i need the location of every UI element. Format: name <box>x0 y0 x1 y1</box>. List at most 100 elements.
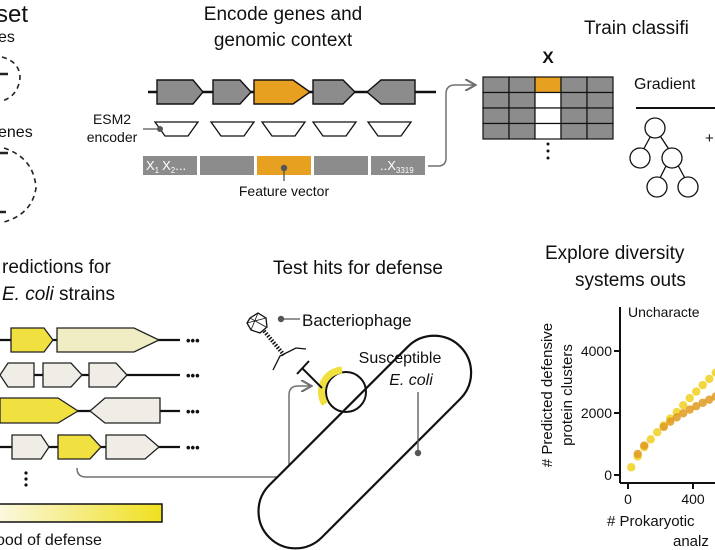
strain-4-gene-3 <box>105 434 160 460</box>
y-tick-label: 2000 <box>581 405 612 421</box>
matrix-cell <box>482 107 510 125</box>
scatter-points <box>627 368 715 472</box>
encoder-trapezoid-3 <box>260 121 307 137</box>
strain-2-ellipsis: ••• <box>186 368 200 383</box>
encoder-trapezoid-4 <box>311 121 358 137</box>
phage-label: Bacteriophage <box>302 311 412 330</box>
encoder-label-line1: ESM2 <box>93 111 131 127</box>
scatter-point-orange <box>659 422 668 432</box>
scatter-point-orange <box>685 405 694 414</box>
strain-3-gene-1 <box>0 397 80 424</box>
scatter-chart: Uncharacte 0 2000 4000 0 400 # Predicted de… <box>539 304 715 550</box>
panel-dataset: set es enes <box>0 1 37 223</box>
explore-title-line1: Explore diversity <box>545 243 685 264</box>
encode-title-line2: genomic context <box>214 30 353 51</box>
matrix-cell <box>482 76 510 94</box>
scatter-point-orange <box>633 449 642 459</box>
scatter-point-orange <box>698 398 707 407</box>
y-tick-label: 4000 <box>581 343 612 359</box>
matrix-cell <box>534 122 562 140</box>
phage-dna-injection <box>301 367 323 389</box>
strain-4-gene-2-hit <box>57 434 102 460</box>
predictions-title-line1: redictions for <box>2 257 111 278</box>
vector-segment-1 <box>143 156 197 175</box>
encoder-leader-dot <box>157 126 163 132</box>
explore-title-line2: systems outs <box>575 270 686 291</box>
gene-arrow-4 <box>312 79 356 105</box>
dataset-title: set <box>0 1 28 28</box>
encoder-trapezoid-2 <box>209 121 256 137</box>
rows-ellipsis-dot-3 <box>24 483 28 487</box>
strain-4-ellipsis: ••• <box>186 440 200 455</box>
esm2-encoders <box>153 121 413 137</box>
defense-likelihood-colorbar <box>0 503 163 523</box>
scatter-point-orange <box>679 409 688 418</box>
matrix-cell <box>482 91 510 109</box>
scatter-point-yellow <box>646 435 655 444</box>
panel-predictions: redictions for E. coli strains ••• ••• •… <box>0 257 310 549</box>
matrix-ellipsis-dot-3 <box>546 156 550 160</box>
x-tick-label: 400 <box>681 491 705 507</box>
plasmid-circle <box>325 371 367 413</box>
dashed-plasmid-bottom <box>3 147 37 223</box>
strain-3-ellipsis: ••• <box>186 404 200 419</box>
strain-4-gene-1 <box>11 434 50 460</box>
vector-segment-4 <box>314 156 368 175</box>
host-label-line2: E. coli <box>389 372 433 389</box>
matrix-cell <box>560 107 588 125</box>
matrix-cell <box>508 122 536 140</box>
vector-segment-5 <box>371 156 425 175</box>
ecoli-cell <box>257 334 473 550</box>
gene-arrow-1 <box>156 79 204 105</box>
train-title: Train classifi <box>584 18 689 39</box>
rows-ellipsis-dot-1 <box>24 471 28 475</box>
flow-arrow-to-matrix <box>428 85 474 167</box>
cell-membrane <box>257 334 473 550</box>
matrix-ellipsis-dot-2 <box>546 149 550 153</box>
gene-arrow-2 <box>212 79 252 105</box>
scatter-point-yellow <box>698 380 707 390</box>
matrix-cell <box>534 76 562 94</box>
panel-train: Train classifi X Gradient + <box>482 18 715 198</box>
matrix-cell <box>482 122 510 140</box>
strain-1-gene-1 <box>10 327 54 353</box>
encode-title-line1: Encode genes and <box>204 4 362 25</box>
matrix-label: X <box>542 48 554 67</box>
matrix-cell <box>586 91 614 109</box>
strain-1-gene-2 <box>56 327 161 353</box>
x-axis-label-line1: # Prokaryotic <box>607 513 695 530</box>
panel-test: Test hits for defense Bacteriophage Susc… <box>246 258 473 550</box>
decision-tree-icon <box>629 117 699 198</box>
y-axis-label-line2: protein clusters <box>559 344 576 446</box>
chart-annotation: Uncharacte <box>628 304 700 320</box>
strain-2-gene-1 <box>0 362 35 388</box>
scatter-point-yellow <box>692 387 701 396</box>
matrix-ellipsis-dot-1 <box>546 142 550 146</box>
panel-encode: Encode genes and genomic context ESM2 en… <box>87 4 474 199</box>
strain-2-gene-2 <box>42 362 83 388</box>
strain-1-ellipsis: ••• <box>186 333 200 348</box>
y-ticks: 0 2000 4000 <box>581 343 620 483</box>
panel-explore: Explore diversity systems outs Uncharact… <box>539 243 715 550</box>
scatter-point-yellow <box>627 463 636 472</box>
matrix-cell <box>508 107 536 125</box>
scatter-point-orange <box>705 395 714 404</box>
encoder-trapezoid-5 <box>366 121 413 137</box>
scatter-point-yellow <box>653 428 662 437</box>
scatter-point-orange <box>672 413 681 422</box>
x-tick-label: 0 <box>624 491 632 507</box>
vector-last-label: ..X3319 <box>380 158 414 175</box>
scatter-point-yellow <box>711 368 715 377</box>
classifier-method-label: Gradient <box>634 76 696 93</box>
y-axis-label-line1: # Predicted defensive <box>539 323 556 467</box>
scatter-point-orange <box>640 441 649 450</box>
y-tick-label: 0 <box>604 467 612 483</box>
host-label-line1: Susceptible <box>359 350 442 367</box>
strain-2-gene-3 <box>88 362 128 388</box>
defense-gene-on-plasmid <box>317 366 343 406</box>
gene-arrow-5-reverse <box>365 79 416 105</box>
scatter-point-orange <box>666 417 675 426</box>
matrix-cell <box>508 91 536 109</box>
